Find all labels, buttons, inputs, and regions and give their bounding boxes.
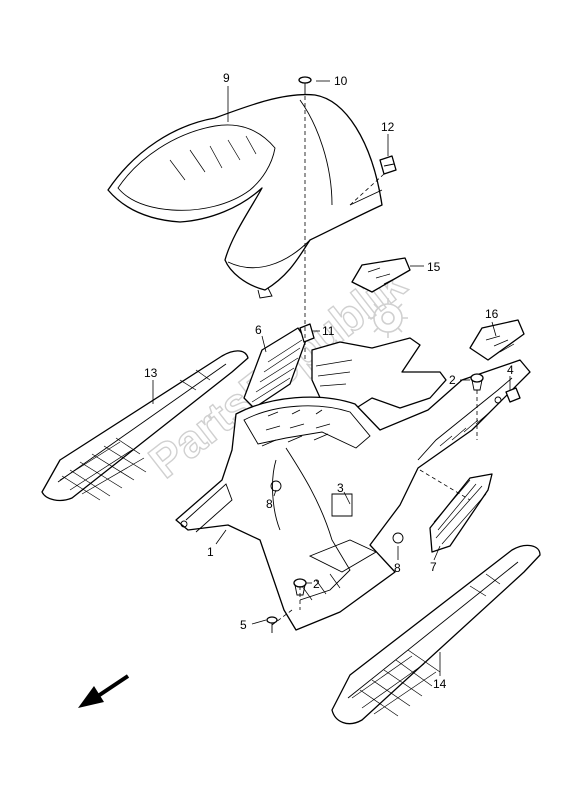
callout-11: 11 xyxy=(322,324,335,338)
leader-lines xyxy=(152,80,511,676)
callout-5: 5 xyxy=(240,618,247,632)
callout-1: 1 xyxy=(207,545,214,559)
watermark-gear-icon xyxy=(368,298,408,338)
callout-14: 14 xyxy=(433,677,447,691)
callout-7: 7 xyxy=(430,560,437,574)
callout-16: 16 xyxy=(485,307,499,321)
part-5-screw xyxy=(266,616,278,633)
callout-4: 4 xyxy=(507,363,514,377)
callout-10: 10 xyxy=(334,74,348,88)
callout-13: 13 xyxy=(144,366,158,380)
part-12-clip xyxy=(379,155,397,175)
callouts: 9 10 12 15 16 6 11 13 2 4 3 8 8 1 7 2 5 … xyxy=(144,71,514,691)
callout-8-right: 8 xyxy=(394,561,401,575)
callout-9: 9 xyxy=(223,71,230,85)
callout-2-upper: 2 xyxy=(449,373,456,387)
callout-12: 12 xyxy=(381,120,395,134)
front-direction-arrow-icon xyxy=(78,674,130,708)
part-9-rear-cowl xyxy=(107,93,383,299)
callout-15: 15 xyxy=(427,260,441,274)
part-11-nut xyxy=(299,323,315,343)
part-14-footboard-right xyxy=(331,544,541,725)
part-7-side-panel xyxy=(429,473,493,553)
part-4-clip xyxy=(505,387,521,403)
assembly-lines xyxy=(271,96,478,626)
callout-6: 6 xyxy=(255,323,262,337)
part-16-cover xyxy=(469,319,525,361)
callout-8-left: 8 xyxy=(266,497,273,511)
callout-3: 3 xyxy=(337,481,344,495)
callout-2-lower: 2 xyxy=(313,577,320,591)
part-10-screw xyxy=(298,76,312,95)
part-13-footboard-left xyxy=(41,350,249,502)
part-15-cover xyxy=(351,257,411,293)
